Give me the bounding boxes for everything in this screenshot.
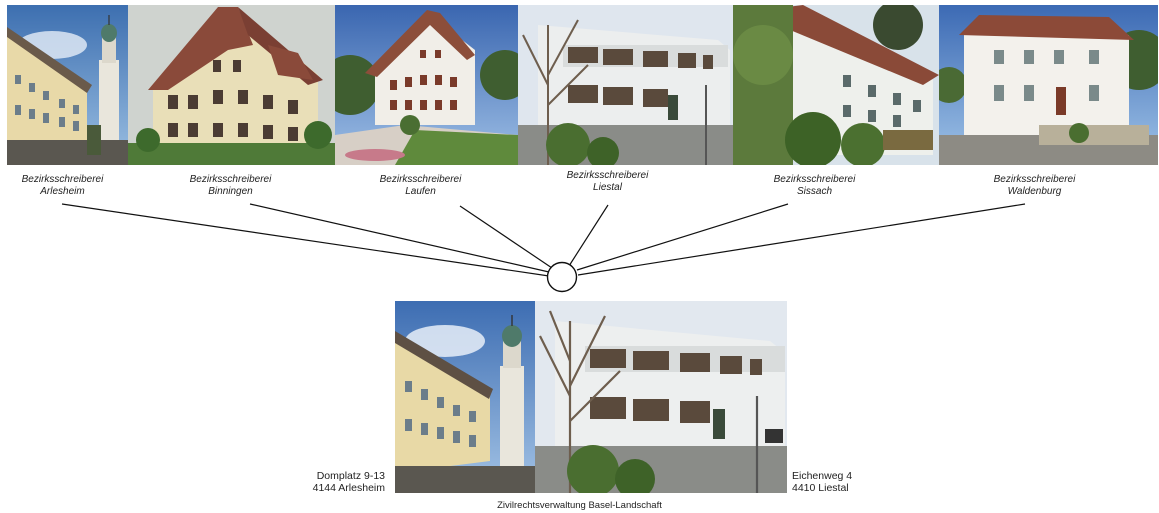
connector-line-sissach <box>576 203 789 271</box>
office-label-line2: Laufen <box>405 186 436 197</box>
address-line1: Eichenweg 4 <box>792 470 853 482</box>
connector-line-liestal <box>568 204 609 267</box>
office-label-liestal: Bezirksschreiberei Liestal <box>545 170 670 194</box>
connector-line-binningen <box>249 203 550 273</box>
hub-node <box>546 261 578 293</box>
photo-liestal <box>518 5 733 165</box>
address-line1: Domplatz 9-13 <box>316 470 385 482</box>
address-line2: 4144 Arlesheim <box>312 482 385 494</box>
office-label-line1: Bezirksschreiberei <box>379 174 462 185</box>
office-label-binningen: Bezirksschreiberei Binningen <box>168 174 293 198</box>
photo-arlesheim <box>7 5 128 165</box>
office-label-line1: Bezirksschreiberei <box>773 174 856 185</box>
office-label-line1: Bezirksschreiberei <box>21 174 104 185</box>
connector-line-arlesheim <box>61 203 550 277</box>
office-label-line2: Liestal <box>593 182 622 193</box>
address-line2: 4410 Liestal <box>792 482 849 494</box>
office-label-line2: Binningen <box>208 186 253 197</box>
office-label-line2: Sissach <box>796 186 832 197</box>
address-arlesheim: Domplatz 9-13 4144 Arlesheim <box>305 470 385 494</box>
office-label-line2: Arlesheim <box>40 186 85 197</box>
photo-sissach <box>733 5 939 165</box>
photo-waldenburg <box>939 5 1158 165</box>
office-label-waldenburg: Bezirksschreiberei Waldenburg <box>972 174 1097 198</box>
office-label-sissach: Bezirksschreiberei Sissach <box>752 174 877 198</box>
photo-arlesheim-main <box>395 301 535 493</box>
photo-laufen <box>335 5 518 165</box>
connector-line-laufen <box>459 205 553 269</box>
office-label-arlesheim: Bezirksschreiberei Arlesheim <box>0 174 125 198</box>
diagram-caption: Zivilrechtsverwaltung Basel-Landschaft <box>497 500 662 511</box>
office-label-line1: Bezirksschreiberei <box>189 174 272 185</box>
photo-liestal-main <box>535 301 787 493</box>
office-label-line1: Bezirksschreiberei <box>993 174 1076 185</box>
office-label-line1: Bezirksschreiberei <box>566 170 649 181</box>
office-label-laufen: Bezirksschreiberei Laufen <box>358 174 483 198</box>
connector-line-waldenburg <box>577 203 1026 276</box>
address-liestal: Eichenweg 4 4410 Liestal <box>792 470 872 494</box>
office-label-line2: Waldenburg <box>1007 186 1062 197</box>
photo-binningen <box>128 5 335 165</box>
